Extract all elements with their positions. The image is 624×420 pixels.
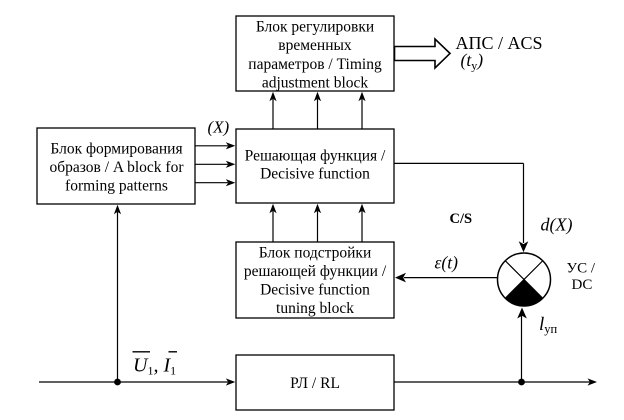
svg-text:Блок регулировки: Блок регулировки [256, 19, 374, 36]
svg-text:DC: DC [572, 277, 593, 293]
svg-text:tuning block: tuning block [276, 300, 354, 317]
svg-text:adjustment block: adjustment block [262, 74, 369, 91]
svg-text:forming patterns: forming patterns [65, 178, 168, 195]
svg-text:РЛ / RL: РЛ / RL [290, 375, 340, 392]
svg-text:ε(t): ε(t) [435, 253, 459, 273]
svg-text:УС /: УС / [567, 261, 596, 277]
svg-text:образов / A block for: образов / A block for [49, 159, 184, 176]
svg-text:U1, I1: U1, I1 [133, 354, 176, 377]
svg-text:d(X): d(X) [541, 215, 573, 236]
svg-text:(tу): (tу) [461, 50, 484, 73]
svg-text:(X): (X) [208, 118, 230, 137]
svg-text:Decisive function: Decisive function [260, 282, 370, 299]
svg-text:Блок формирования: Блок формирования [50, 141, 182, 158]
svg-text:Блок подстройки: Блок подстройки [259, 245, 372, 262]
svg-text:временных: временных [278, 37, 352, 54]
svg-text:АПС / ACS: АПС / ACS [456, 33, 543, 53]
svg-text:Decisive function: Decisive function [260, 166, 370, 183]
svg-text:параметров / Timing: параметров / Timing [248, 56, 382, 73]
svg-text:решающей функции /: решающей функции / [244, 263, 387, 280]
svg-text:C/S: C/S [450, 211, 473, 227]
svg-text:Решающая функция /: Решающая функция / [245, 148, 386, 165]
